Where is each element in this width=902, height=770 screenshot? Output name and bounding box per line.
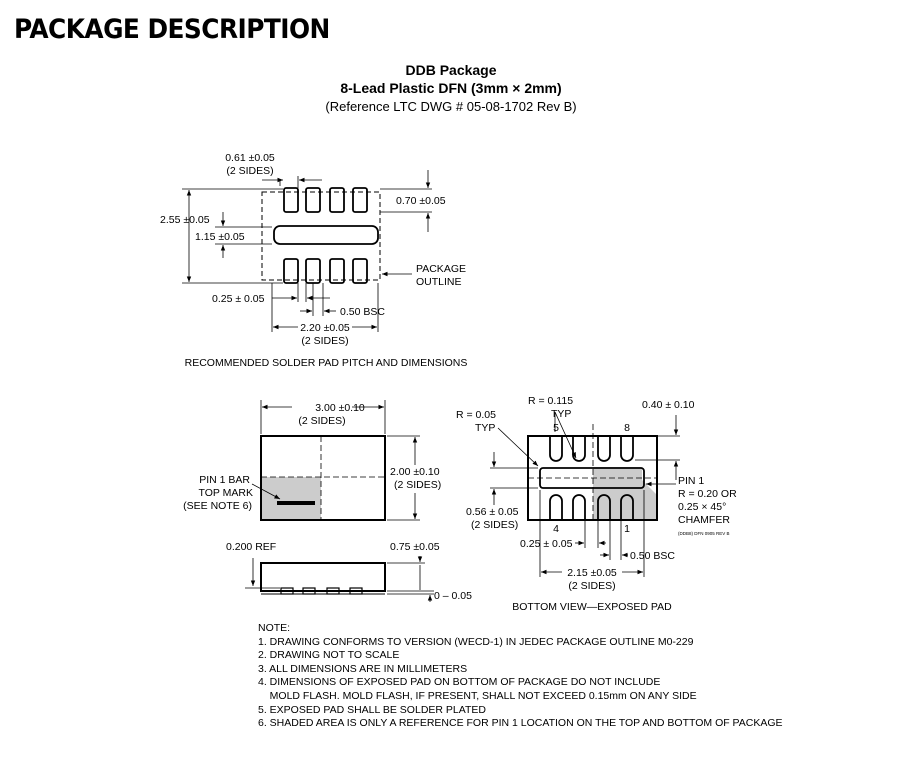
pin1-chamfer-label-2: R = 0.20 OR xyxy=(678,488,737,500)
top-height-sides: (2 SIDES) xyxy=(394,479,441,491)
pin1-bar-label-3: (SEE NOTE 6) xyxy=(183,500,252,512)
note-line: MOLD FLASH. MOLD FLASH, IF PRESENT, SHAL… xyxy=(258,689,697,702)
thickness-label: 0.75 ±0.05 xyxy=(390,541,440,553)
span-bottom-sides: (2 SIDES) xyxy=(568,580,615,592)
ref-label: 0.200 REF xyxy=(226,541,276,553)
pin1-chamfer-label-4: CHAMFER xyxy=(678,514,730,526)
bottom-view-caption: BOTTOM VIEW—EXPOSED PAD xyxy=(512,601,672,613)
package-reference: (Reference LTC DWG # 05-08-1702 Rev B) xyxy=(325,99,577,114)
span-sides-label: (2 SIDES) xyxy=(301,335,348,347)
solder-pad xyxy=(305,258,321,284)
pad-radius-label: R = 0.115 xyxy=(528,395,573,407)
pin1-shaded-area xyxy=(261,477,321,520)
bottom-pad xyxy=(620,494,634,520)
pin1-bar xyxy=(277,501,315,505)
solder-pad xyxy=(305,187,321,213)
pad-length-label: 0.70 ±0.05 xyxy=(396,195,446,207)
note-line: 2. DRAWING NOT TO SCALE xyxy=(258,649,400,662)
pad-length-bottom-label: 0.40 ± 0.10 xyxy=(642,399,695,411)
pad-width-bottom-label: 0.25 ± 0.05 xyxy=(520,538,573,550)
solder-pad xyxy=(283,258,299,284)
pin1-bar-label-2: TOP MARK xyxy=(199,487,253,499)
outline-label-2: OUTLINE xyxy=(416,276,462,288)
pad-width-label: 0.61 ±0.05 xyxy=(225,152,275,164)
solder-pad-drawing xyxy=(182,170,432,332)
top-view-drawing xyxy=(245,400,434,602)
notes-block: NOTE: 1. DRAWING CONFORMS TO VERSION (WE… xyxy=(258,622,783,731)
exposed-height-label: 0.56 ± 0.05 xyxy=(466,506,519,518)
solder-pad xyxy=(352,187,368,213)
package-outline xyxy=(261,191,381,281)
pitch-label: 0.50 BSC xyxy=(340,306,385,318)
corner-radius-label: R = 0.05 xyxy=(456,409,496,421)
top-width-sides: (2 SIDES) xyxy=(298,415,345,427)
total-height-label: 2.55 ±0.05 xyxy=(160,214,210,226)
pin-1-label: 1 xyxy=(624,523,630,535)
solder-pad-caption: RECOMMENDED SOLDER PAD PITCH AND DIMENSI… xyxy=(185,357,468,369)
solder-pad xyxy=(329,258,345,284)
bottom-view-drawing xyxy=(490,411,680,577)
span-label: 2.20 ±0.05 xyxy=(300,322,350,334)
corner-radius-typ: TYP xyxy=(475,422,495,434)
pin1-bar-label-1: PIN 1 BAR xyxy=(199,474,250,486)
center-pad-label: 1.15 ±0.05 xyxy=(195,231,245,243)
exposed-pad xyxy=(539,467,645,489)
package-name: DDB Package xyxy=(405,62,497,78)
pin-8-label: 8 xyxy=(624,422,630,434)
top-height-label: 2.00 ±0.10 xyxy=(390,466,440,478)
bottom-pad xyxy=(549,494,563,520)
solder-pad xyxy=(283,187,299,213)
bottom-pad xyxy=(620,436,634,462)
pin-5-label: 5 xyxy=(553,422,559,434)
bottom-pad xyxy=(549,436,563,462)
pad-radius-typ: TYP xyxy=(551,408,571,420)
note-line: NOTE: xyxy=(258,622,291,634)
note-line: 1. DRAWING CONFORMS TO VERSION (WECD-1) … xyxy=(258,635,694,648)
bottom-pad xyxy=(572,494,586,520)
note-line: 3. ALL DIMENSIONS ARE IN MILLIMETERS xyxy=(258,662,468,675)
center-pad xyxy=(273,225,379,245)
pitch-bottom-label: 0.50 BSC xyxy=(630,550,675,562)
pin-4-label: 4 xyxy=(553,523,559,535)
solder-pad xyxy=(352,258,368,284)
drawing-code: (DDB8) DFN 0905 REV B xyxy=(678,531,730,536)
pin1-shaded-area-bottom xyxy=(593,467,657,520)
bottom-pad xyxy=(597,494,611,520)
pad-gap-label: 0.25 ± 0.05 xyxy=(212,293,265,305)
outline-label-1: PACKAGE xyxy=(416,263,466,275)
package-lead-type: 8-Lead Plastic DFN (3mm × 2mm) xyxy=(340,80,562,96)
bottom-pad xyxy=(597,436,611,462)
top-width-label: 3.00 ±0.10 xyxy=(315,402,365,414)
pad-width-sides: (2 SIDES) xyxy=(226,165,273,177)
package-side-outline xyxy=(260,562,386,592)
package-top-outline xyxy=(260,435,386,521)
standoff-label: 0 – 0.05 xyxy=(434,590,472,602)
section-heading: PACKAGE DESCRIPTION xyxy=(14,14,330,45)
exposed-height-sides: (2 SIDES) xyxy=(471,519,518,531)
pin1-chamfer-label-3: 0.25 × 45° xyxy=(678,501,726,513)
span-bottom-label: 2.15 ±0.05 xyxy=(567,567,617,579)
note-line: 6. SHADED AREA IS ONLY A REFERENCE FOR P… xyxy=(258,717,783,730)
note-line: 5. EXPOSED PAD SHALL BE SOLDER PLATED xyxy=(258,703,486,716)
bottom-pad xyxy=(572,436,586,462)
solder-pad xyxy=(329,187,345,213)
pin1-chamfer-label-1: PIN 1 xyxy=(678,475,704,487)
note-line: 4. DIMENSIONS OF EXPOSED PAD ON BOTTOM O… xyxy=(258,676,661,689)
